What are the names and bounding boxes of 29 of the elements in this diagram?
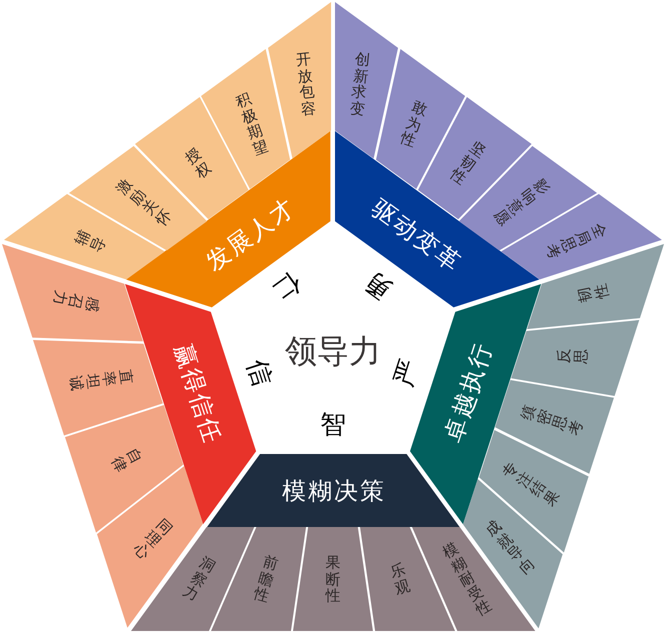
virtue-character: 仁: [268, 268, 306, 304]
trait-label: 果断性: [325, 554, 340, 604]
trait-label: 韧性: [575, 282, 611, 304]
category-title: 卓越执行: [440, 338, 496, 447]
trait-label: 专注结果: [500, 458, 563, 508]
trait-label: 开放包容: [295, 50, 317, 118]
trait-label: 坚韧性: [448, 138, 489, 188]
trait-label: 授权: [182, 145, 214, 181]
trait-label: 反思: [556, 348, 590, 364]
trait-label: 辅导: [72, 228, 108, 255]
trait-label: 缜密思考: [518, 402, 586, 438]
trait-label: 创新求变: [349, 50, 371, 118]
category-title: 模糊决策: [280, 478, 386, 502]
virtue-character: 严: [390, 356, 424, 390]
virtue-character: 信: [242, 356, 276, 390]
virtue-character: 勇: [360, 268, 397, 304]
center-title: 领导力: [285, 335, 381, 367]
trait-label: 同理心: [130, 516, 176, 562]
trait-label: 感召力: [50, 288, 102, 313]
trait-label: 直率坦诚: [68, 368, 136, 392]
trait-label: 激励关怀: [113, 176, 174, 228]
trait-label: 敢为性: [398, 98, 430, 150]
trait-label: 积极期望: [234, 90, 270, 158]
trait-label: 乐观: [388, 561, 412, 597]
category-title: 赢得信任: [170, 338, 226, 447]
trait-label: 自律: [109, 445, 146, 474]
virtue-character: 智: [320, 412, 346, 438]
trait-label: 前瞻性: [252, 553, 280, 605]
trait-label: 洞察力: [180, 554, 218, 604]
